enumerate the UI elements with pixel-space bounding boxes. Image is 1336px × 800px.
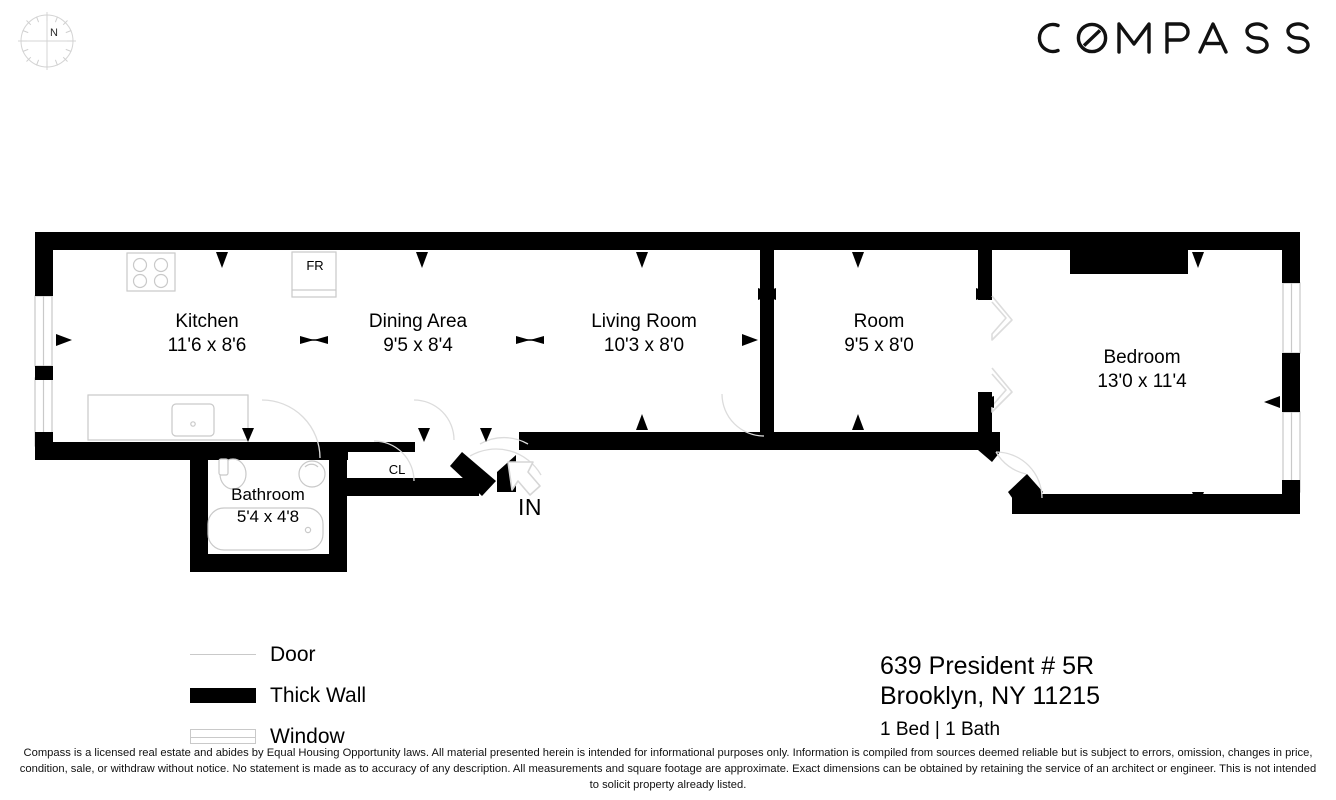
door-line-swatch-icon: [190, 654, 256, 655]
thick-wall-swatch-icon: [190, 688, 256, 703]
room-dimensions: 9'5 x 8'4: [383, 335, 453, 357]
legend-label: Door: [270, 642, 316, 666]
room-dimensions: 9'5 x 8'0: [844, 335, 914, 357]
disclaimer-text: Compass is a licensed real estate and ab…: [19, 747, 1317, 792]
beds-baths-summary: 1 Bed | 1 Bath: [880, 719, 1001, 740]
room-dimensions: 5'4 x 4'8: [236, 506, 300, 526]
entrance-tag: IN: [518, 494, 542, 520]
window-swatch-icon: [190, 729, 256, 744]
legend-label: Thick Wall: [270, 683, 367, 707]
legend-label: Window: [270, 724, 345, 748]
room-name: Dining Area: [368, 311, 468, 332]
legend: Door Thick Wall Window: [190, 634, 520, 757]
compass-brand-logo: [1030, 12, 1318, 64]
compass-rose-icon: N: [16, 10, 78, 72]
room-name: Kitchen: [175, 311, 239, 332]
room-label-bathroom: Bathroom 5'4 x 4'8: [198, 484, 338, 528]
room-name: Room: [853, 311, 905, 332]
room-dimensions: 13'0 x 11'4: [1097, 371, 1187, 393]
legend-item-window: Window: [190, 716, 520, 757]
legend-item-thick-wall: Thick Wall: [190, 675, 520, 716]
legend-item-door: Door: [190, 634, 520, 675]
room-label-bedroom: Bedroom 13'0 x 11'4: [1072, 346, 1212, 395]
room-label-kitchen: Kitchen 11'6 x 8'6: [137, 310, 277, 359]
room-dimensions: 10'3 x 8'0: [603, 335, 685, 357]
room-label-room: Room 9'5 x 8'0: [809, 310, 949, 359]
address-street: 639 President # 5R: [880, 652, 1095, 680]
room-label-living-room: Living Room 10'3 x 8'0: [574, 310, 714, 359]
refrigerator-tag: FR: [306, 258, 324, 273]
address-block: 639 President # 5R Brooklyn, NY 11215 1 …: [880, 652, 1100, 741]
room-name: Bedroom: [1103, 347, 1181, 368]
room-label-dining-area: Dining Area 9'5 x 8'4: [348, 310, 488, 359]
address-city-state-zip: Brooklyn, NY 11215: [880, 681, 1101, 710]
closet-tag: CL: [388, 462, 406, 477]
compass-north-label: N: [50, 27, 59, 39]
room-name: Bathroom: [231, 485, 305, 504]
room-name: Living Room: [591, 311, 697, 332]
room-dimensions: 11'6 x 8'6: [167, 335, 247, 357]
